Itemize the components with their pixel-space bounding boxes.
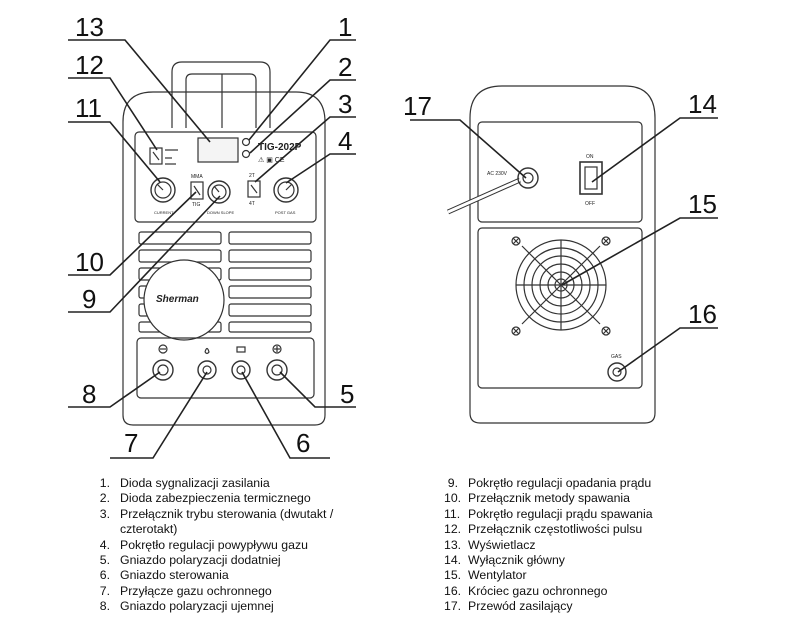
callout-6: 6 (296, 428, 310, 458)
ce-marks: ⚠ ▣ CE (258, 156, 285, 164)
callout-8: 8 (82, 379, 96, 409)
legend-text: Wyłącznik główny (468, 552, 565, 567)
legend-num: 16. (444, 583, 462, 598)
control-socket (231, 346, 251, 380)
callout-15: 15 (688, 189, 717, 219)
legend-text: Pokrętło regulacji powypływu gazu (120, 537, 308, 552)
gas-label: GAS (611, 354, 622, 360)
callout-numbers: 13 12 11 1 2 3 4 10 9 8 7 6 5 17 14 15 1… (75, 12, 717, 458)
2t-label: 2T (249, 173, 255, 179)
callout-7: 7 (124, 428, 138, 458)
callout-17: 17 (403, 91, 432, 121)
mma-label: MMA (191, 174, 203, 180)
legend-text: Przełącznik trybu sterowania (dwutakt / (120, 506, 334, 521)
legend-num: 14. (444, 552, 462, 567)
legend-text: Dioda sygnalizacji zasilania (120, 476, 270, 490)
legend-num: 5. (99, 552, 110, 567)
method-switch (190, 181, 204, 200)
legend-text: Pokrętło regulacji opadania prądu (468, 476, 652, 490)
legend-num: 1. (99, 476, 110, 490)
callout-3: 3 (338, 89, 352, 119)
legend-text: Gniazdo polaryzacji dodatniej (120, 552, 281, 567)
fan-panel (477, 227, 643, 389)
current-knob (150, 177, 176, 203)
callout-leaders (68, 39, 718, 459)
legend-num: 4. (99, 537, 110, 552)
brand-logo-circle (143, 259, 225, 341)
down-slope-label: DOWN SLOPE (207, 210, 234, 215)
rear-body (469, 85, 656, 424)
4t-label: 4T (249, 201, 255, 207)
callout-10: 10 (75, 247, 104, 277)
legend-num: 9. (447, 476, 458, 490)
front-view: TIG-202P ⚠ ▣ CE CURRENT MMA TIG DOWN SLO… (122, 61, 326, 426)
callout-13: 13 (75, 12, 104, 42)
fan-screws (511, 236, 611, 336)
callout-14: 14 (688, 89, 717, 119)
callout-5: 5 (340, 379, 354, 409)
tig-label: TIG (192, 202, 200, 208)
display (197, 137, 239, 163)
legend-num: 17. (444, 599, 462, 614)
rear-view: AC 230V ON OFF GAS (446, 85, 656, 424)
legend-num: 2. (99, 491, 110, 506)
model-label: TIG-202P (258, 142, 302, 153)
legend-text: Wentylator (468, 568, 527, 583)
socket-panel (136, 337, 315, 399)
legend-text: Króciec gazu ochronnego (468, 583, 608, 598)
negative-socket (152, 344, 174, 381)
brand-logo: Sherman (156, 294, 199, 305)
legend-num: 8. (99, 599, 110, 614)
thermal-led (241, 149, 251, 159)
legend-num: 15. (444, 568, 462, 583)
legend-text: Wyświetlacz (468, 537, 536, 552)
down-slope-knob (207, 180, 231, 204)
power-led (241, 137, 251, 147)
callout-1: 1 (338, 12, 352, 42)
legend-num: 10. (444, 491, 462, 506)
power-label: AC 230V (487, 171, 508, 177)
front-handle-inner (185, 73, 257, 128)
gas-connector (197, 347, 217, 380)
legend-text: czterotakt) (120, 522, 178, 537)
power-cable-gland (517, 167, 539, 189)
legend-num: 6. (99, 568, 110, 583)
legend-num: 3. (99, 506, 110, 521)
callout-2: 2 (338, 52, 352, 82)
legend-num: 13. (444, 537, 462, 552)
legend-text: Przewód zasilający (468, 599, 573, 614)
legend-text: Gniazdo polaryzacji ujemnej (120, 599, 274, 614)
post-gas-label: POST GAS (275, 210, 296, 215)
switch-on-label: ON (586, 154, 594, 160)
legend-text: Dioda zabezpieczenia termicznego (120, 491, 311, 506)
legend-num: 11. (444, 506, 461, 521)
callout-4: 4 (338, 126, 352, 156)
fan (515, 239, 607, 331)
welder-diagram: TIG-202P ⚠ ▣ CE CURRENT MMA TIG DOWN SLO… (68, 12, 718, 459)
legend-num: 7. (99, 583, 110, 598)
post-gas-knob (273, 177, 299, 203)
callout-16: 16 (688, 299, 717, 329)
legend-num: 12. (444, 522, 462, 537)
legend-text: Przyłącze gazu ochronnego (120, 583, 272, 598)
switch-off-label: OFF (585, 201, 595, 207)
legend-left: 1. Dioda sygnalizacji zasilania 2. Dioda z… (96, 476, 436, 615)
legend-text: Gniazdo sterowania (120, 568, 229, 583)
front-handle (171, 61, 271, 128)
current-label: CURRENT (154, 210, 174, 215)
gas-inlet (607, 362, 627, 382)
legend-text: Pokrętło regulacji prądu spawania (468, 506, 653, 521)
front-body (122, 91, 326, 426)
legend-text: Przełącznik częstotliwości pulsu (468, 522, 643, 537)
callout-9: 9 (82, 284, 96, 314)
rear-upper-panel (477, 121, 643, 223)
legend-text: Przełącznik metody spawania (468, 491, 630, 506)
legend-right: 9. Pokrętło regulacji opadania prądu 10. P… (444, 476, 774, 615)
main-switch (579, 161, 603, 195)
front-control-panel (134, 131, 317, 223)
positive-socket (266, 344, 288, 381)
callout-11: 11 (75, 93, 102, 123)
trigger-mode-switch (247, 180, 261, 198)
callout-12: 12 (75, 50, 104, 80)
